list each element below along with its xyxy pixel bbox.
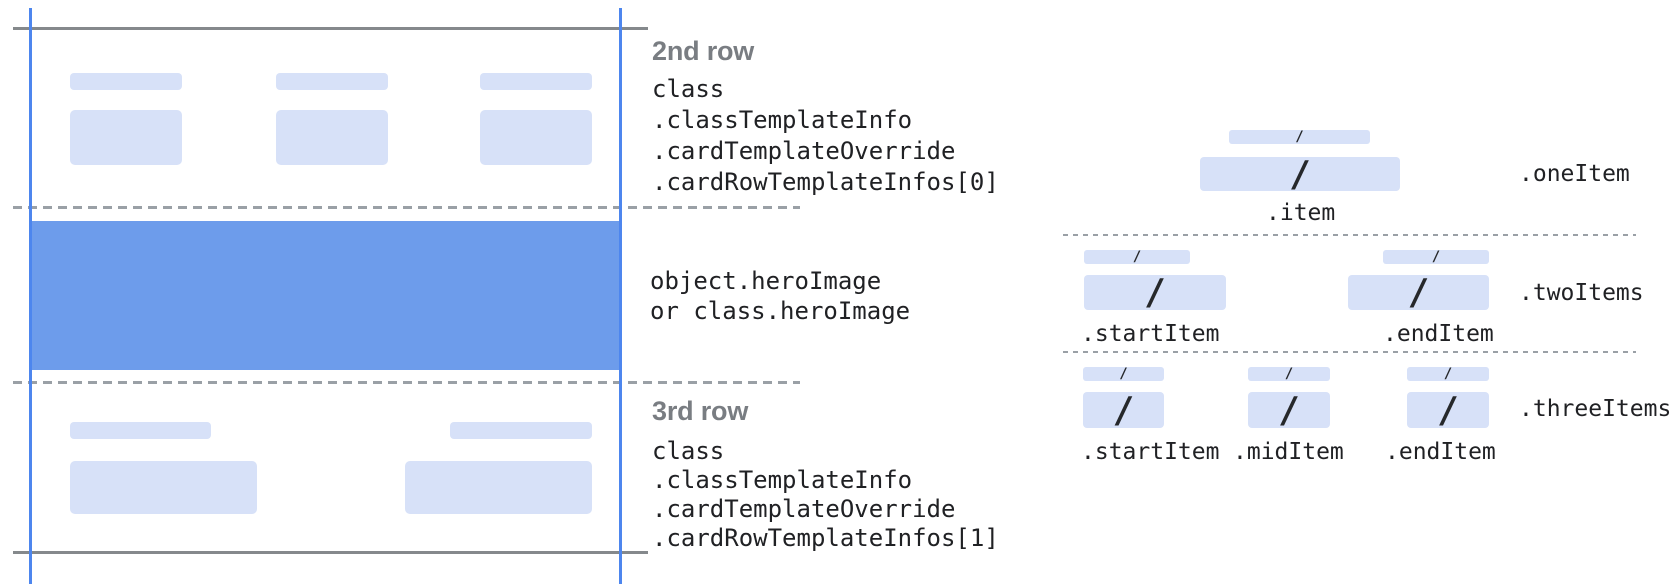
hero-row3-dashed-divider (13, 381, 800, 384)
row3-end-value-placeholder (405, 461, 592, 514)
slash-glyph: / (1132, 249, 1142, 265)
row2-hero-dashed-divider (13, 206, 800, 209)
row3-code-line: .cardTemplateOverride (652, 495, 956, 523)
threeitems-mid-label-bar: / (1248, 366, 1330, 382)
oneitem-side-label: .oneItem (1519, 161, 1630, 187)
row2-col1-label-placeholder (70, 73, 182, 90)
card-bottom-border-line (13, 551, 648, 554)
card-left-guide-line (29, 8, 32, 584)
slash-glyph: / (1144, 272, 1166, 313)
row2-code-line: .classTemplateInfo (652, 106, 913, 134)
slash-glyph: / (1119, 366, 1128, 382)
twoitems-end-value-bar: / (1348, 272, 1489, 313)
slash-glyph: / (1289, 153, 1311, 195)
startitem-field-label: .startItem (1081, 439, 1220, 465)
slash-glyph: / (1443, 366, 1453, 382)
row2-col1-value-placeholder (70, 110, 182, 165)
row2-col2-value-placeholder (276, 110, 388, 165)
row2-col3-value-placeholder (480, 110, 592, 165)
twoitems-side-label: .twoItems (1519, 280, 1644, 306)
item-field-label: .item (1266, 200, 1336, 226)
row3-code-line: class (652, 437, 725, 465)
threeitems-end-label-bar: / (1407, 366, 1489, 382)
card-top-border-line (13, 27, 648, 30)
twoitems-start-value-bar: / (1084, 272, 1226, 313)
miditem-field-label: .midItem (1233, 439, 1344, 465)
twoitems-start-label-bar: / (1084, 249, 1190, 265)
row2-col2-label-placeholder (276, 73, 388, 90)
slash-glyph: / (1295, 129, 1304, 145)
row3-code-line: .classTemplateInfo (652, 466, 913, 494)
slash-glyph: / (1431, 249, 1441, 265)
row2-code-path: class .classTemplateInfo .cardTemplateOv… (652, 74, 999, 198)
row3-heading: 3rd row (652, 396, 749, 426)
twoitems-threeitems-dashed-divider (1063, 351, 1636, 353)
threeitems-start-value-bar: / (1083, 389, 1164, 431)
slash-glyph: / (1437, 389, 1459, 431)
row2-col3-label-placeholder (480, 73, 592, 90)
hero-code-path: object.heroImage or class.heroImage (650, 266, 910, 326)
slash-glyph: / (1407, 272, 1430, 313)
hero-code-line: object.heroImage (650, 267, 882, 295)
slash-glyph: / (1278, 389, 1300, 431)
hero-code-line: or class.heroImage (650, 297, 911, 325)
oneitem-twoitems-dashed-divider (1063, 234, 1636, 236)
threeitems-end-value-bar: / (1407, 389, 1489, 431)
row3-end-label-placeholder (450, 422, 592, 439)
row3-start-value-placeholder (70, 461, 257, 514)
slash-glyph: / (1284, 366, 1294, 382)
row2-code-line: class (652, 75, 725, 103)
threeitems-start-label-bar: / (1083, 366, 1164, 382)
row3-start-label-placeholder (70, 422, 211, 439)
threeitems-side-label: .threeItems (1519, 396, 1672, 422)
row2-heading: 2nd row (652, 36, 755, 66)
startitem-field-label: .startItem (1081, 321, 1220, 347)
row3-code-path: class .classTemplateInfo .cardTemplateOv… (652, 437, 999, 553)
oneitem-label-bar: / (1229, 129, 1370, 145)
row2-code-line: .cardTemplateOverride (652, 137, 956, 165)
enditem-field-label: .endItem (1383, 321, 1494, 347)
enditem-field-label: .endItem (1385, 439, 1496, 465)
hero-image-band (32, 221, 619, 370)
card-right-guide-line (619, 8, 622, 584)
row3-code-line: .cardRowTemplateInfos[1] (652, 524, 999, 552)
oneitem-value-bar: / (1200, 154, 1400, 195)
threeitems-mid-value-bar: / (1248, 389, 1330, 431)
row2-code-line: .cardRowTemplateInfos[0] (652, 168, 999, 196)
twoitems-end-label-bar: / (1383, 249, 1489, 265)
slash-glyph: / (1112, 389, 1135, 431)
